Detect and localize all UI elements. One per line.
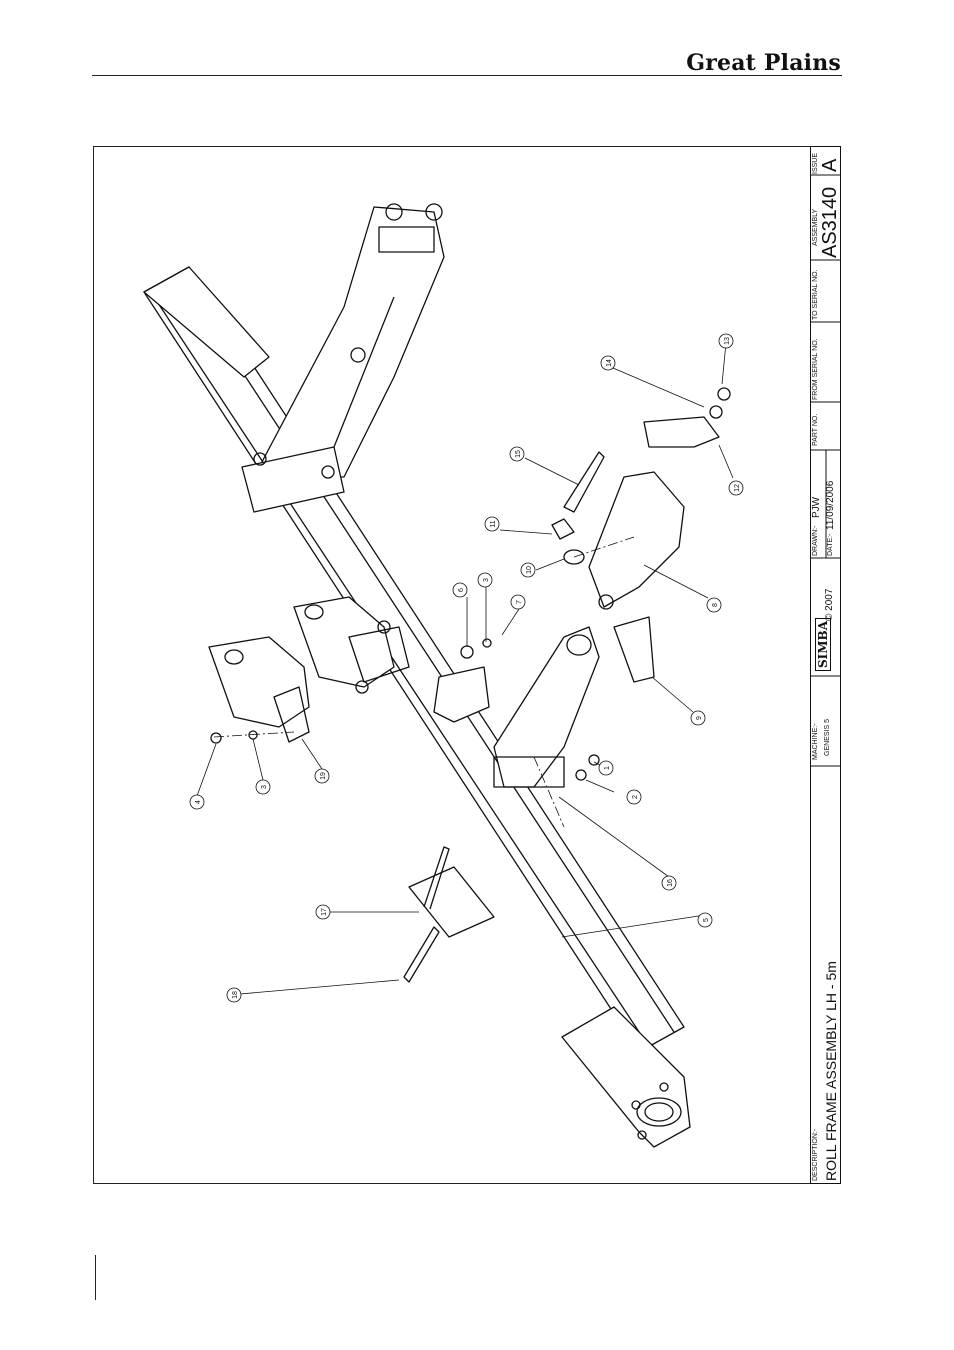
svg-text:8: 8 xyxy=(712,603,719,607)
to-serial-label: TO SERIAL NO. xyxy=(812,269,819,320)
svg-text:6: 6 xyxy=(458,588,465,592)
date-label: DATE:- xyxy=(827,534,834,556)
drawn-value: PJW xyxy=(811,497,822,518)
drawing-frame: 4 3 19 5 6 3 7 8 9 10 11 12 13 14 15 1 2… xyxy=(93,146,841,1184)
svg-text:3: 3 xyxy=(261,785,268,789)
part-no-label: PART NO. xyxy=(812,414,819,446)
machine-value: GENESIS 5 xyxy=(824,719,831,756)
copyright: © 2007 xyxy=(824,589,835,621)
callout-3a: 3 xyxy=(256,780,270,794)
svg-text:7: 7 xyxy=(516,600,523,604)
callout-13: 13 xyxy=(719,334,733,348)
svg-text:16: 16 xyxy=(667,879,674,887)
pin-9 xyxy=(614,617,654,682)
svg-text:11: 11 xyxy=(490,520,497,527)
callout-2: 2 xyxy=(627,790,641,804)
description-value: ROLL FRAME ASSEMBLY LH - 5m xyxy=(823,961,839,1181)
svg-text:12: 12 xyxy=(734,484,741,492)
svg-text:15: 15 xyxy=(515,450,522,458)
description-label: DESCRIPTION:- xyxy=(812,1129,819,1181)
assembly-label: ASSEMBLY xyxy=(812,209,819,246)
callout-3b: 3 xyxy=(478,573,492,587)
footer-rule xyxy=(95,1255,96,1300)
svg-text:1: 1 xyxy=(604,766,611,770)
callout-12: 12 xyxy=(729,481,743,495)
svg-text:17: 17 xyxy=(321,908,328,916)
svg-text:19: 19 xyxy=(320,772,327,780)
machine-label: MACHINE:- xyxy=(812,723,819,760)
callout-9: 9 xyxy=(691,711,705,725)
svg-text:13: 13 xyxy=(724,337,731,345)
svg-text:2: 2 xyxy=(632,795,639,799)
header-divider xyxy=(92,75,842,76)
simba-logo: SIMBA xyxy=(815,618,831,671)
callout-6: 6 xyxy=(453,583,467,597)
part-8 xyxy=(589,472,684,607)
svg-text:4: 4 xyxy=(195,800,202,804)
from-serial-label: FROM SERIAL NO. xyxy=(812,338,819,400)
callout-11: 11 xyxy=(485,517,499,531)
svg-text:9: 9 xyxy=(696,716,703,720)
assembly-number: AS3140 xyxy=(819,187,842,258)
bracket-17 xyxy=(409,867,494,937)
callout-16: 16 xyxy=(662,876,676,890)
callout-1: 1 xyxy=(599,761,613,775)
bracket-left xyxy=(209,637,309,727)
lower-arm xyxy=(494,627,599,787)
svg-text:10: 10 xyxy=(526,566,533,574)
exploded-assembly-drawing: 4 3 19 5 6 3 7 8 9 10 11 12 13 14 15 1 2… xyxy=(94,147,840,1183)
callout-19: 19 xyxy=(315,769,329,783)
brand-logo-text: Great Plains xyxy=(686,50,841,76)
callout-5: 5 xyxy=(698,913,712,927)
drawn-label: DRAWN:- xyxy=(812,526,819,556)
svg-text:3: 3 xyxy=(483,578,490,582)
callout-14: 14 xyxy=(601,356,615,370)
pin-18 xyxy=(404,927,439,982)
svg-text:5: 5 xyxy=(703,918,710,922)
callout-4: 4 xyxy=(190,795,204,809)
date-value: 11/09/2006 xyxy=(825,481,836,530)
callout-8: 8 xyxy=(707,598,721,612)
svg-text:14: 14 xyxy=(606,359,613,367)
callout-18: 18 xyxy=(227,988,241,1002)
callout-7: 7 xyxy=(511,595,525,609)
pin-15 xyxy=(564,452,604,512)
callout-17: 17 xyxy=(316,905,330,919)
callout-10: 10 xyxy=(521,563,535,577)
svg-text:18: 18 xyxy=(232,991,239,999)
title-block: ISSUE A ASSEMBLY AS3140 TO SERIAL NO. FR… xyxy=(810,146,841,1184)
callout-15: 15 xyxy=(510,447,524,461)
issue-label: ISSUE xyxy=(812,153,819,174)
issue-value: A xyxy=(819,159,842,172)
upper-arm xyxy=(254,207,444,477)
